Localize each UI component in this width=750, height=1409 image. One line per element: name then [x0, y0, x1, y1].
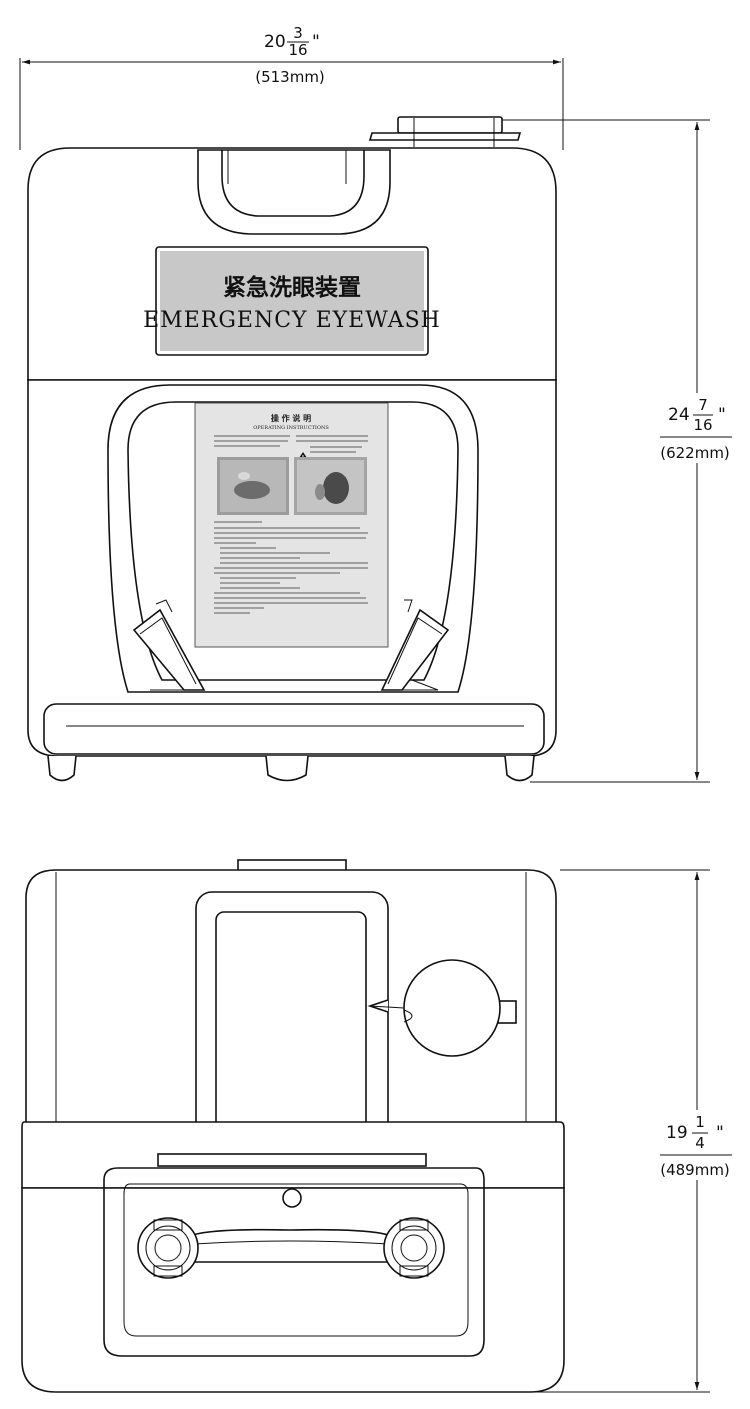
instruction-photo-face	[294, 457, 367, 515]
depth-numerator: 1	[695, 1113, 705, 1131]
feet	[47, 755, 535, 782]
instruction-title-en: OPERATING INSTRUCTIONS	[253, 425, 329, 431]
base-rail	[43, 703, 545, 755]
depth-whole: 19	[666, 1123, 688, 1143]
depth-metric: (489mm)	[660, 1161, 730, 1179]
height-metric: (622mm)	[660, 444, 730, 462]
depth-unit: "	[716, 1123, 724, 1143]
top-basin	[103, 1167, 485, 1357]
drain-hole	[282, 1188, 302, 1208]
height-numerator: 7	[698, 396, 708, 414]
width-metric: (513mm)	[255, 68, 325, 86]
width-unit: "	[312, 32, 320, 52]
side-gauge	[367, 959, 517, 1057]
instruction-warning-lines	[214, 521, 368, 614]
height-unit: "	[718, 405, 726, 425]
sign-chinese-text: 紧急洗眼装置	[223, 274, 361, 301]
height-denominator: 16	[693, 416, 712, 434]
nozzle-bar	[185, 1228, 397, 1263]
width-dimension: 20 3 16 " (513mm)	[19, 24, 564, 150]
depth-denominator: 4	[695, 1134, 705, 1152]
carry-handle	[197, 149, 391, 235]
right-nozzle-top	[383, 1217, 445, 1279]
width-denominator: 16	[288, 41, 307, 59]
depth-dimension: 19 1 4 " (489mm)	[530, 869, 734, 1393]
mid-belt	[21, 1121, 565, 1189]
eyewash-sign: 紧急洗眼装置 EMERGENCY EYEWASH	[143, 246, 441, 356]
front-view: 紧急洗眼装置 EMERGENCY EYEWASH 操 作 说 明 OPE	[27, 116, 557, 782]
fill-cap	[368, 116, 522, 147]
top-handle	[195, 891, 389, 1155]
sign-english-text: EMERGENCY EYEWASH	[143, 308, 441, 333]
width-numerator: 3	[293, 24, 303, 42]
height-whole: 24	[668, 405, 690, 425]
left-spray-nozzle	[132, 599, 206, 691]
instruction-title-cn: 操 作 说 明	[271, 413, 311, 423]
right-spray-nozzle	[380, 599, 450, 691]
left-nozzle-top	[137, 1217, 199, 1279]
top-view	[21, 859, 565, 1393]
height-dimension: 24 7 16 " (622mm)	[502, 119, 734, 783]
width-whole: 20	[264, 32, 286, 52]
instruction-photo-hands	[217, 457, 289, 515]
instruction-card: 操 作 说 明 OPERATING INSTRUCTIONS	[194, 402, 389, 648]
instruction-text-lines	[214, 435, 368, 453]
